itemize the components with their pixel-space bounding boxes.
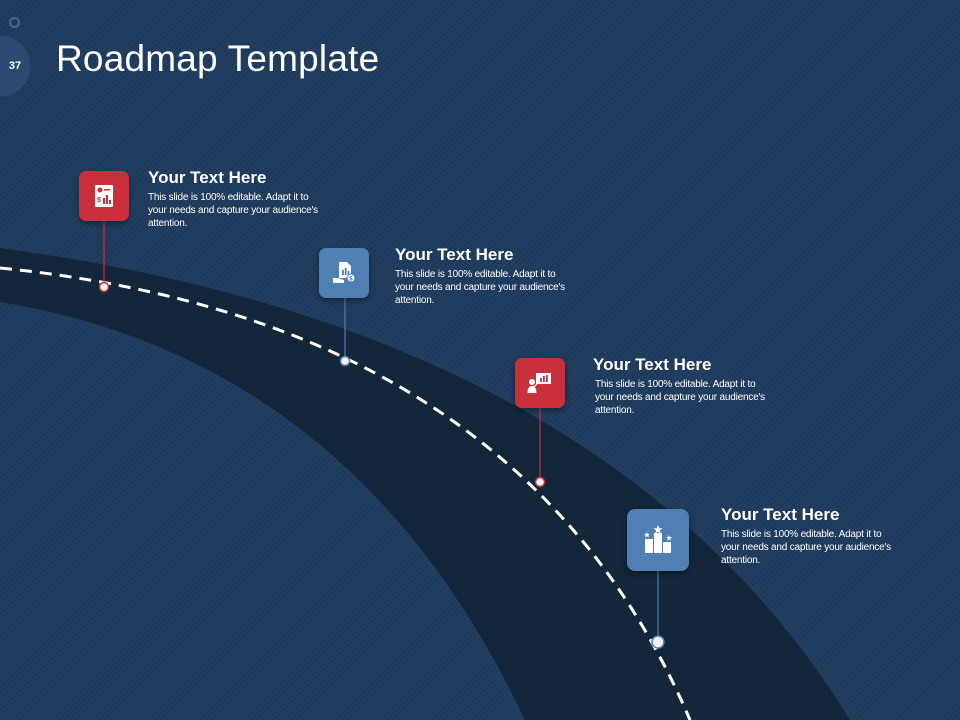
report-chart-icon: $ [95,185,113,207]
milestone-4-title: Your Text Here [721,505,840,524]
milestone-1-description: This slide is 100% editable. Adapt it to… [148,192,318,229]
milestone-2-description: This slide is 100% editable. Adapt it to… [395,269,565,306]
milestone-3-tile [515,358,565,408]
svg-text:$: $ [97,197,101,204]
svg-text:$: $ [349,277,353,283]
milestone-2-title: Your Text Here [395,245,514,264]
milestone-1-title: Your Text Here [148,168,267,187]
road-marker-3 [534,476,546,488]
milestone-4-tile [627,509,689,571]
milestone-1-tile: $ [79,171,129,221]
road-marker-1 [98,281,110,293]
milestone-3-title: Your Text Here [593,355,712,374]
presentation-board-icon [527,373,551,393]
road-dashed-line [0,266,692,720]
milestone-3-description: This slide is 100% editable. Adapt it to… [595,379,765,416]
slide-number: 37 [8,60,22,72]
page-title: Roadmap Template [56,38,380,79]
road-marker-4 [651,635,665,649]
road-marker-2 [339,355,351,367]
podium-stars-icon [644,525,672,553]
road-surface [0,248,850,720]
finance-document-icon: $ [333,262,356,283]
slide-number-badge: 37 [0,36,30,96]
ring-icon [9,17,20,28]
milestone-4-description: This slide is 100% editable. Adapt it to… [721,529,891,566]
milestone-2-tile: $ [319,248,369,298]
